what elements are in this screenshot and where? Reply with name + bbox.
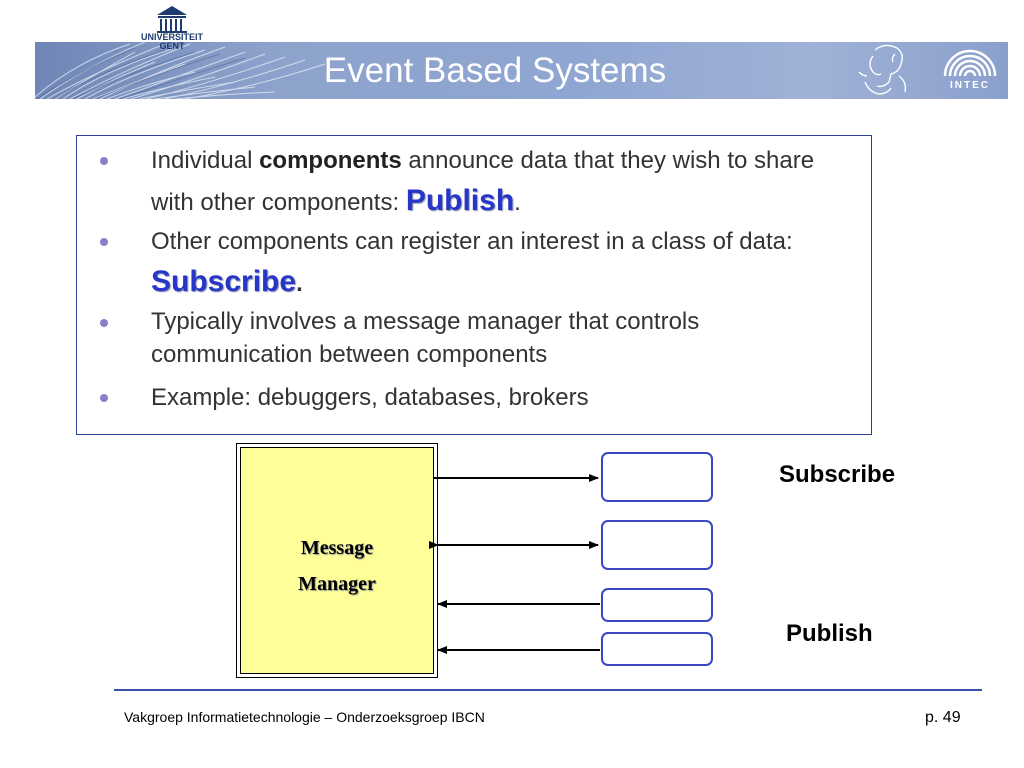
subscribe-label: Subscribe [779, 461, 896, 488]
subscribe-keyword: Subscribe [151, 265, 297, 298]
intec-label: INTEC [950, 80, 990, 91]
university-name-line2: GENT [159, 41, 185, 51]
bullet-text: Example: debuggers, databases, brokers [151, 384, 589, 411]
page-number: p. 49 [925, 709, 961, 726]
publish-label: Publish [786, 620, 873, 647]
component-box-2 [601, 520, 713, 570]
intec-logo [943, 49, 997, 77]
message-manager-label: Message Manager [240, 530, 434, 602]
message-manager-box [240, 447, 434, 674]
footer-department: Vakgroep Informatietechnologie – Onderzo… [124, 709, 485, 725]
bullet-dot [100, 394, 108, 402]
bullet-box [76, 135, 872, 435]
slide-title: Event Based Systems [323, 51, 667, 90]
manager-label-line1: Message [300, 537, 374, 559]
subscriber-box-1 [601, 452, 713, 502]
bullet-text: Individual components announce data that… [151, 147, 815, 217]
pallas-logo [858, 44, 907, 95]
publisher-box-2 [601, 632, 713, 666]
university-logo [157, 6, 187, 33]
bullet-dot [100, 238, 108, 246]
header-banner [35, 42, 1008, 99]
university-name-line1: UNIVERSITEIT [140, 32, 203, 42]
manager-label-line2: Manager [298, 573, 376, 595]
university-name: UNIVERSITEIT GENT [134, 33, 210, 51]
bullet-text: Other components can register an interes… [151, 228, 793, 298]
bullet-dot [100, 319, 108, 327]
publisher-box-1 [601, 588, 713, 622]
bullet-dot [100, 157, 108, 165]
grass-decoration [35, 42, 326, 99]
publish-keyword: Publish [405, 184, 515, 217]
footer-rule [114, 689, 982, 691]
bullet-text: Typically involves a message manager tha… [151, 308, 700, 368]
message-manager-frame [236, 443, 438, 678]
